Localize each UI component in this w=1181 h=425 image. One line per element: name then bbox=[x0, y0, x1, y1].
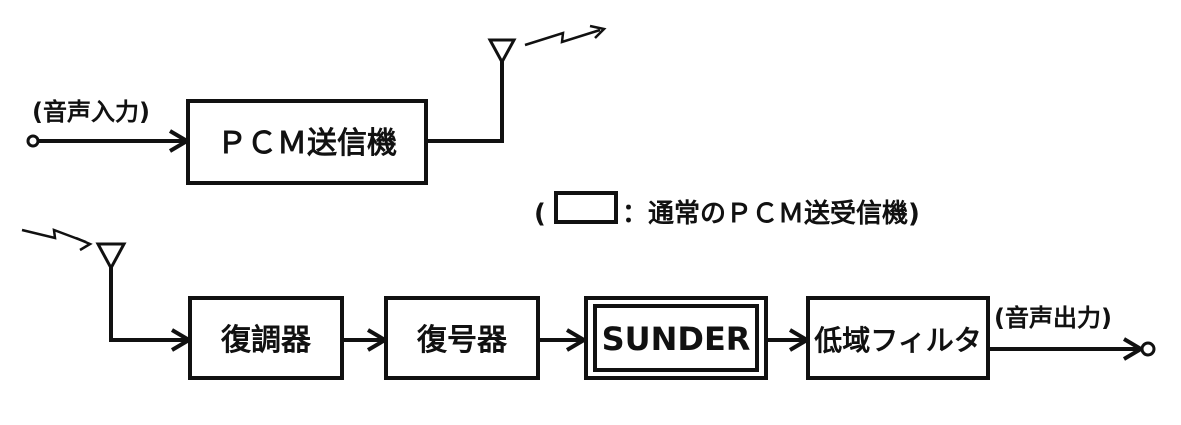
sunder-label: SUNDER bbox=[602, 320, 751, 358]
pcm-transmitter-box bbox=[186, 99, 428, 185]
sunder-box-inner bbox=[593, 304, 759, 372]
transmit-wire bbox=[427, 60, 504, 143]
receive-wave-icon bbox=[21, 228, 87, 244]
transmit-wave-arrowhead bbox=[589, 24, 607, 39]
legend-open-paren: ( bbox=[534, 199, 546, 229]
lowpass-filter-box bbox=[806, 296, 990, 380]
legend-text: ：通常のＰＣＭ送受信機) bbox=[622, 198, 920, 229]
output-terminal bbox=[1140, 341, 1156, 357]
transmit-antenna-icon bbox=[487, 38, 517, 66]
decoder-label: 復号器 bbox=[416, 323, 508, 358]
input-label: (音声入力) bbox=[32, 98, 150, 126]
pcm-transmitter-label: ＰＣＭ送信機 bbox=[217, 126, 397, 161]
demodulator-label: 復調器 bbox=[220, 323, 312, 358]
output-label: (音声出力) bbox=[994, 304, 1112, 332]
demodulator-box bbox=[188, 296, 344, 380]
receive-antenna-icon bbox=[95, 242, 127, 272]
receive-wire bbox=[109, 266, 188, 342]
legend-box-sample bbox=[554, 191, 618, 224]
receive-wave-arrowhead bbox=[75, 236, 93, 252]
lowpass-filter-label: 低域フィルタ bbox=[813, 324, 981, 357]
transmit-wave-icon bbox=[524, 28, 601, 47]
input-terminal bbox=[26, 134, 40, 148]
